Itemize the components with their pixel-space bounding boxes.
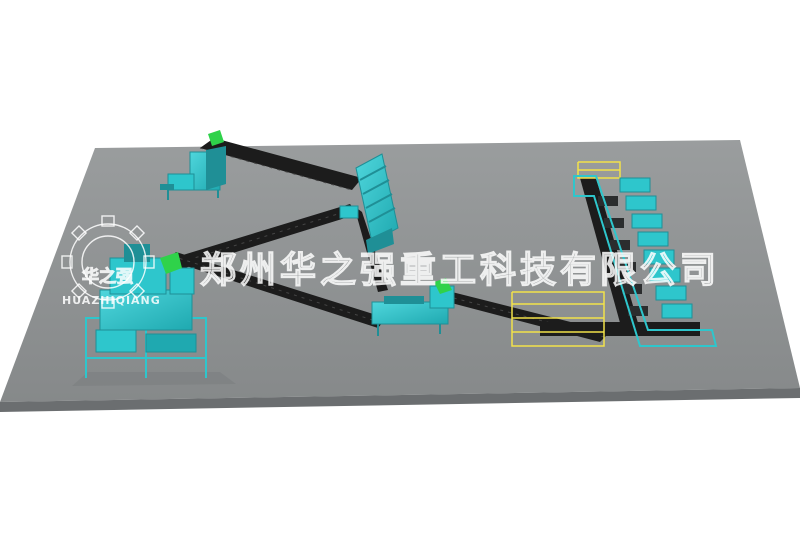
conveyor-diagonal-up (160, 204, 358, 272)
batching-station (160, 130, 226, 200)
logo-chars: 华之强 (82, 266, 133, 287)
company-watermark: 华之强 HUAZHIQIANG 郑州华之强重工科技有限公司 (61, 215, 720, 309)
logo-sub: HUAZHIQIANG (62, 294, 161, 307)
mid-station (371, 278, 455, 336)
screening-drum (339, 153, 399, 254)
conveyor-diagonal-down (168, 252, 386, 328)
company-name: 郑州华之强重工科技有限公司 (200, 250, 720, 291)
gear-logo-icon (61, 215, 155, 309)
packing-line (511, 161, 718, 347)
conveyor-belts (160, 138, 700, 342)
